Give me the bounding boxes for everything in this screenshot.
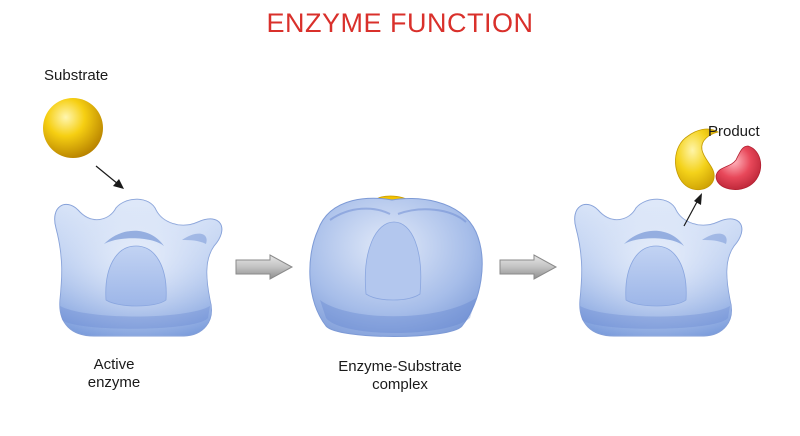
released-enzyme (574, 198, 743, 337)
process-arrow-1 (235, 254, 294, 280)
process-arrow-2 (499, 254, 558, 280)
substrate-arrow (95, 165, 119, 185)
active-enzyme-label-line1: Active (93, 356, 135, 373)
complex-label-line1: Enzyme-Substrate (338, 358, 462, 375)
active-enzyme-label-line2: enzyme (87, 374, 141, 391)
diagram-title: ENZYME FUNCTION (266, 8, 534, 38)
substrate-label: Substrate (44, 67, 108, 84)
substrate-molecule (43, 98, 103, 158)
product-label: Product (708, 123, 761, 140)
product-arrow (683, 199, 699, 227)
active-enzyme (54, 198, 223, 337)
product-molecule-red (715, 145, 761, 190)
product-arrowhead (694, 193, 702, 205)
enzyme-substrate-complex (309, 195, 483, 337)
complex-label-line2: complex (372, 376, 428, 393)
substrate-arrowhead (113, 179, 124, 189)
product-molecule-yellow (675, 128, 720, 191)
